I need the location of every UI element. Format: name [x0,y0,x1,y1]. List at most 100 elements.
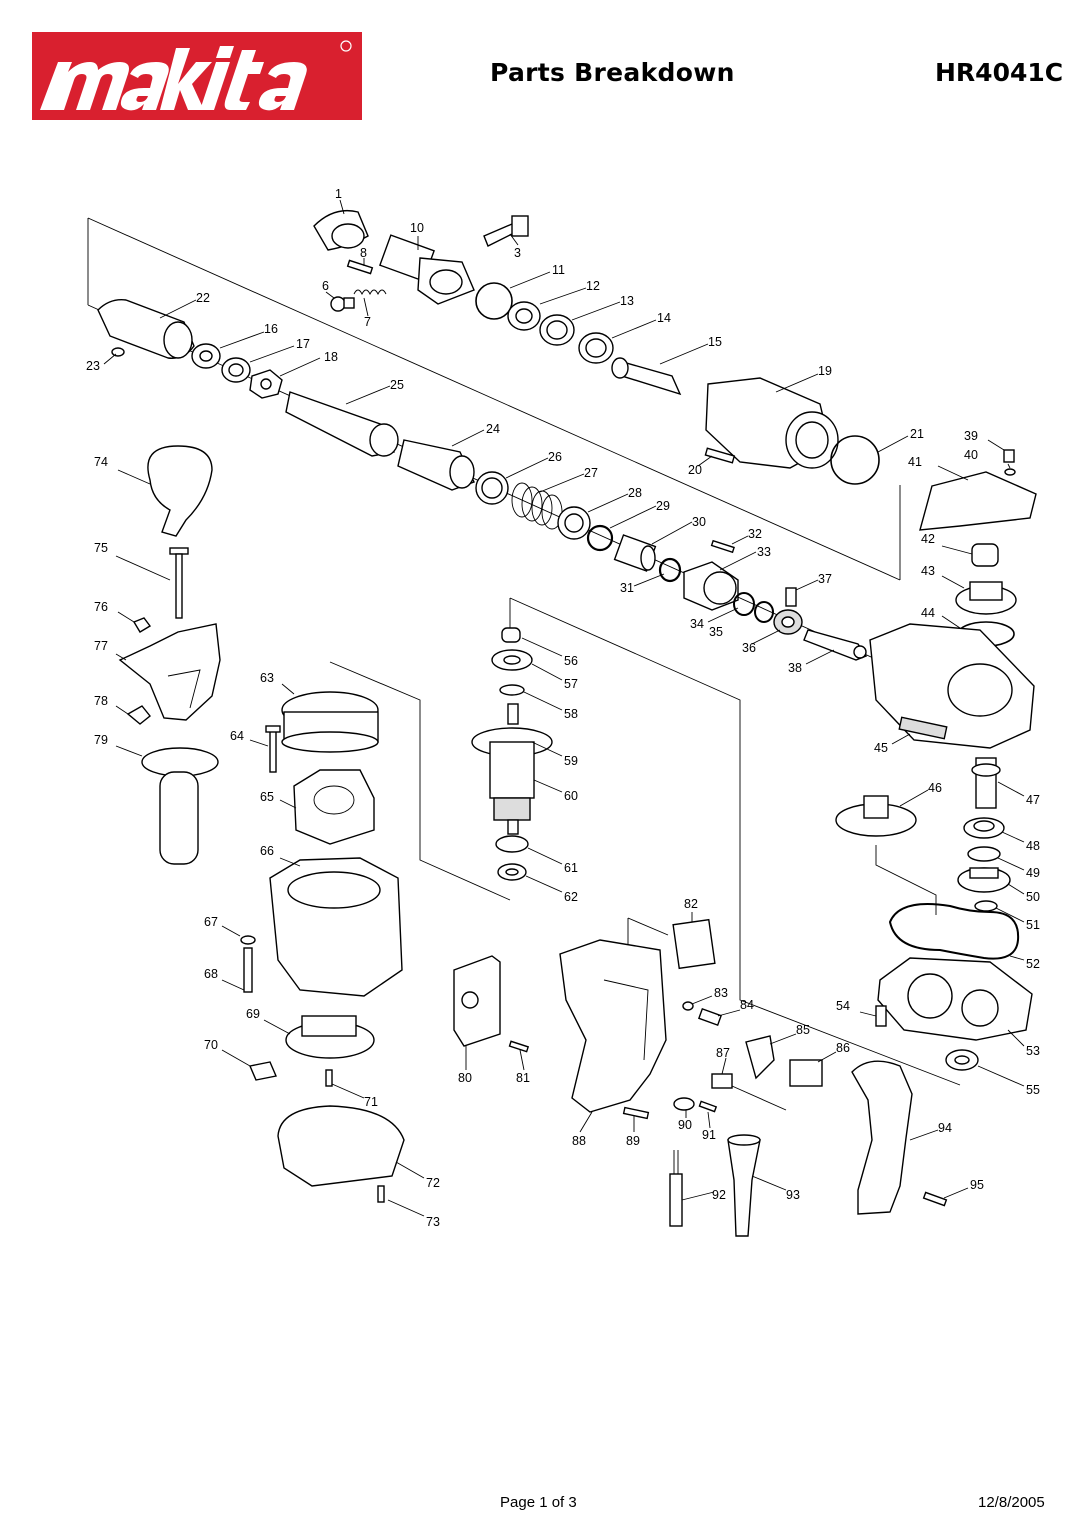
callout-8: 8 [360,246,367,260]
callout-41: 41 [908,455,922,469]
callout-80: 80 [458,1071,472,1085]
callout-83: 83 [714,986,728,1000]
part-67-washer [240,935,256,945]
callout-89: 89 [626,1134,640,1148]
callout-25: 25 [390,378,404,392]
part-32-pin [710,539,735,554]
callout-34: 34 [690,617,704,631]
part-50-gear [957,867,1011,893]
callout-29: 29 [656,499,670,513]
callout-94: 94 [938,1121,952,1135]
part-90-plate [673,1097,695,1111]
part-25-cylinder [285,391,399,457]
callout-90: 90 [678,1118,692,1132]
part-49-ring [967,846,1001,862]
part-73-screw [377,1185,385,1203]
part-72-rear-cover [277,1105,405,1187]
part-33-swash-piston [683,561,739,611]
callout-14: 14 [657,311,671,325]
callout-15: 15 [708,335,722,349]
callout-66: 66 [260,844,274,858]
part-24-sleeve [397,439,475,491]
callout-43: 43 [921,564,935,578]
part-83-nut [682,1001,694,1011]
part-7-spring [353,289,387,296]
callout-40: 40 [964,448,978,462]
callout-93: 93 [786,1188,800,1202]
callout-87: 87 [716,1046,730,1060]
part-47-crank-shaft [971,757,1001,809]
callout-91: 91 [702,1128,716,1142]
callout-68: 68 [204,967,218,981]
callout-67: 67 [204,915,218,929]
callout-6: 6 [322,279,329,293]
part-58-washer [499,684,525,696]
part-89-screw [622,1106,650,1120]
part-42-cap [971,543,999,567]
callout-55: 55 [1026,1083,1040,1097]
part-92-cord [669,1150,683,1227]
callout-60: 60 [564,789,578,803]
callout-33: 33 [757,545,771,559]
callout-69: 69 [246,1007,260,1021]
model-number: HR4041C [935,58,1064,87]
callout-58: 58 [564,707,578,721]
callout-86: 86 [836,1041,850,1055]
callout-23: 23 [86,359,100,373]
part-34-ring [733,592,755,616]
callout-74: 74 [94,455,108,469]
part-56-cap [501,627,521,643]
callout-54: 54 [836,999,850,1013]
part-70-clip [249,1061,277,1081]
callout-39: 39 [964,429,978,443]
part-19-barrel-housing [705,377,839,469]
part-78-knob [126,705,151,725]
part-22-tool-holder [97,299,195,359]
callout-45: 45 [874,741,888,755]
part-38-con-rod [803,629,868,661]
part-46-crank-gear [835,795,917,837]
part-39-screw [1003,449,1015,463]
callout-18: 18 [324,350,338,364]
callout-26: 26 [548,450,562,464]
part-17-ring [221,357,251,383]
part-63-baffle [281,691,379,753]
callout-85: 85 [796,1023,810,1037]
callout-79: 79 [94,733,108,747]
part-93-cord-guard [727,1134,761,1237]
callout-42: 42 [921,532,935,546]
callout-46: 46 [928,781,942,795]
part-40-washer [1004,468,1016,476]
callout-11: 11 [552,263,565,277]
part-10-flange-sleeve [379,234,475,305]
callout-3: 3 [514,246,521,260]
callout-36: 36 [742,641,756,655]
part-95-screw [922,1191,948,1207]
callout-71: 71 [364,1095,378,1109]
part-91-screw [698,1100,718,1113]
part-45-crank-housing [869,623,1035,749]
part-6-knob [330,296,355,312]
part-15-striker [611,357,682,396]
callout-53: 53 [1026,1044,1040,1058]
part-74-strap [147,445,213,537]
callout-81: 81 [516,1071,530,1085]
part-11-oring [475,282,513,320]
part-57-bearing [491,649,533,671]
callout-63: 63 [260,671,274,685]
callout-16: 16 [264,322,278,336]
part-53-gear-housing-cover [877,957,1033,1041]
makita-logo [32,32,362,120]
part-82-label [672,918,716,970]
callout-59: 59 [564,754,578,768]
callout-72: 72 [426,1176,440,1190]
callout-88: 88 [572,1134,586,1148]
callout-13: 13 [620,294,634,308]
part-77-grip-base [118,623,221,721]
part-80-controller [453,955,501,1047]
part-16-washer [191,343,221,369]
callout-28: 28 [628,486,642,500]
callout-44: 44 [921,606,935,620]
part-12-ring [507,301,541,331]
part-64-screw [265,725,281,773]
